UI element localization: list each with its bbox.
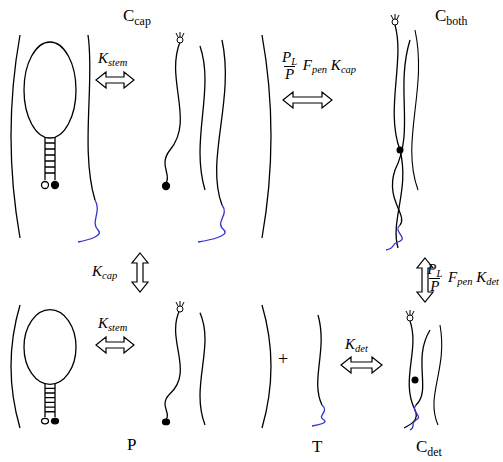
equilibrium-arrow [132, 253, 148, 292]
rate-constant: PL P Fpen Kcap [282, 50, 356, 83]
state-label: Cboth [435, 7, 467, 26]
state-label: Ccap [123, 7, 151, 26]
state-region: Cdet [388, 310, 498, 460]
rate-constant: Kstem [98, 50, 127, 67]
state-region: T [295, 300, 335, 458]
plus-sign: + [278, 350, 288, 370]
state-region: Ccap [5, 5, 275, 245]
rate-constant: Kdet [345, 336, 368, 353]
rate-constant: Kstem [98, 315, 127, 332]
equilibrium-arrow [341, 357, 382, 373]
rate-constant: Kcap [92, 263, 117, 280]
state-label: T [312, 438, 322, 457]
state-region: Cboth [340, 5, 498, 250]
state-label: Cdet [416, 438, 442, 457]
equilibrium-arrow [283, 92, 332, 108]
state-label: P [127, 436, 136, 455]
rate-constant: PL P Fpen Kdet [427, 262, 499, 295]
state-region: P [5, 300, 275, 458]
